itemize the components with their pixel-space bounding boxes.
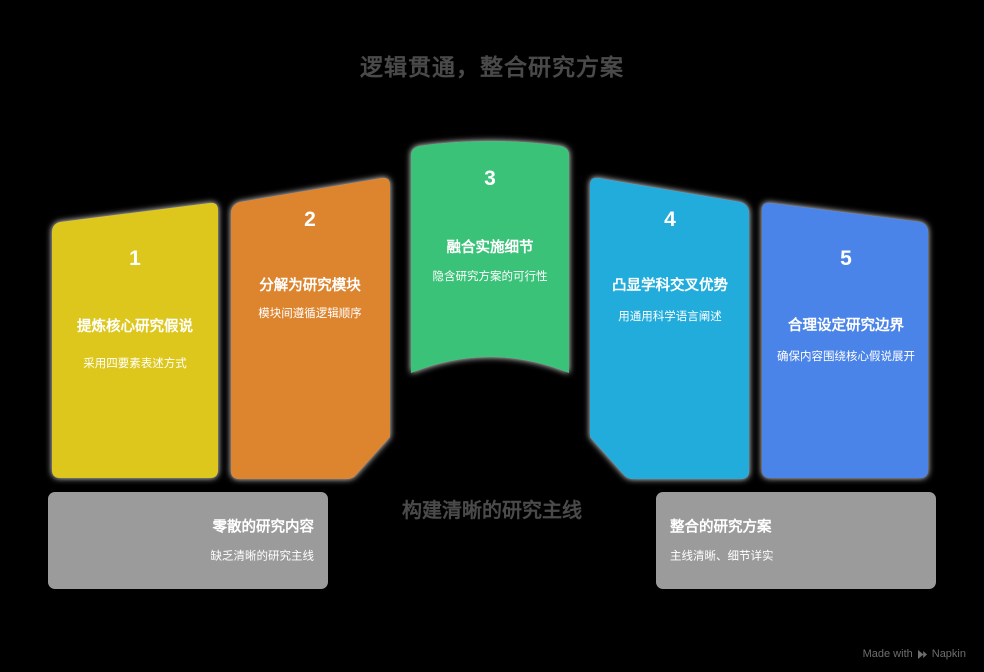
process-step-5-number: 5 bbox=[840, 247, 852, 270]
end-state-box[interactable]: 整合的研究方案 主线清晰、细节详实 bbox=[656, 492, 936, 589]
page-title: 逻辑贯通，整合研究方案 bbox=[360, 54, 624, 80]
process-step-3-text: 3 融合实施细节 隐含研究方案的可行性 bbox=[411, 168, 569, 286]
end-state-title: 整合的研究方案 bbox=[670, 518, 772, 535]
process-step-2-number: 2 bbox=[304, 208, 316, 231]
napkin-logo-icon bbox=[917, 649, 928, 660]
process-shape-3[interactable] bbox=[411, 141, 569, 373]
process-step-1-text: 1 提炼核心研究假说 采用四要素表述方式 bbox=[52, 248, 218, 373]
process-step-2-title: 分解为研究模块 bbox=[259, 278, 361, 294]
process-step-3-subtitle: 隐含研究方案的可行性 bbox=[432, 271, 548, 284]
process-step-1-subtitle: 采用四要素表述方式 bbox=[83, 358, 187, 371]
process-shape-5[interactable] bbox=[762, 202, 928, 478]
process-shape-4[interactable] bbox=[590, 177, 749, 479]
process-step-2-text: 2 分解为研究模块 模块间遵循逻辑顺序 bbox=[229, 209, 391, 323]
footer-brand-label: Napkin bbox=[931, 648, 966, 660]
start-state-subtitle: 缺乏清晰的研究主线 bbox=[210, 550, 315, 563]
process-step-5-subtitle: 确保内容围绕核心假说展开 bbox=[777, 351, 915, 364]
start-state-title: 零散的研究内容 bbox=[212, 518, 315, 535]
process-shape-2[interactable] bbox=[231, 177, 390, 479]
center-label: 构建清晰的研究主线 bbox=[402, 500, 582, 522]
process-step-3-title: 融合实施细节 bbox=[446, 240, 534, 256]
process-step-5-text: 5 合理设定研究边界 确保内容围绕核心假说展开 bbox=[763, 248, 929, 366]
process-step-4-subtitle: 用通用科学语言阐述 bbox=[618, 311, 722, 324]
process-step-4-title: 凸显学科交叉优势 bbox=[612, 278, 728, 294]
process-step-3-number: 3 bbox=[484, 167, 496, 190]
process-step-4-text: 4 凸显学科交叉优势 用通用科学语言阐述 bbox=[590, 209, 750, 326]
end-state-subtitle: 主线清晰、细节详实 bbox=[670, 550, 774, 563]
footer-attribution: Made with Napkin bbox=[863, 648, 966, 660]
process-step-5-title: 合理设定研究边界 bbox=[788, 318, 904, 334]
process-shape-1[interactable] bbox=[52, 202, 218, 478]
process-step-1-title: 提炼核心研究假说 bbox=[77, 319, 193, 335]
process-step-2-subtitle: 模块间遵循逻辑顺序 bbox=[258, 308, 362, 321]
process-step-4-number: 4 bbox=[664, 208, 676, 231]
process-step-1-number: 1 bbox=[129, 247, 141, 270]
start-state-box[interactable]: 零散的研究内容 缺乏清晰的研究主线 bbox=[48, 492, 328, 589]
footer-made-with-label: Made with bbox=[862, 648, 913, 660]
